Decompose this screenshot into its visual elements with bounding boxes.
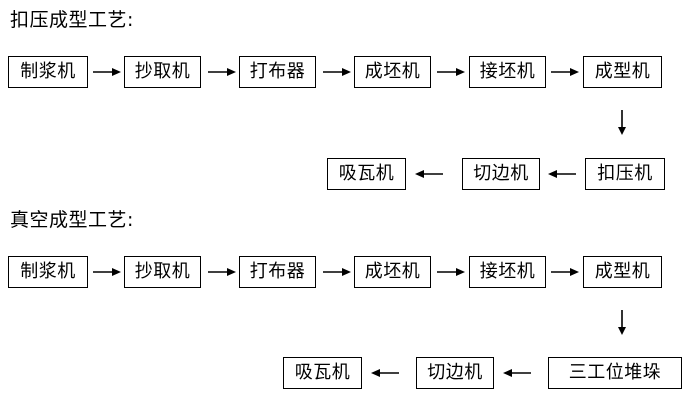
process-node[interactable]: 制浆机 [8, 56, 88, 88]
section-title-zhenkong: 真空成型工艺: [10, 209, 134, 231]
arrow-right-icon [205, 56, 239, 88]
process-node[interactable]: 接坯机 [469, 256, 546, 288]
process-node[interactable]: 成型机 [583, 256, 662, 288]
process-node[interactable]: 吸瓦机 [327, 158, 406, 190]
process-node[interactable]: 打布器 [239, 256, 316, 288]
arrow-left-icon [412, 158, 446, 190]
arrow-right-icon [548, 56, 582, 88]
process-node[interactable]: 吸瓦机 [283, 357, 362, 389]
process-node[interactable]: 抄取机 [124, 56, 201, 88]
arrow-down-icon [612, 110, 632, 136]
arrow-right-icon [320, 256, 354, 288]
arrow-down-icon [612, 310, 632, 336]
process-node[interactable]: 三工位堆垛 [548, 357, 682, 389]
process-node[interactable]: 扣压机 [585, 158, 665, 190]
arrow-left-icon [368, 357, 402, 389]
process-node[interactable]: 抄取机 [124, 256, 201, 288]
arrow-right-icon [548, 256, 582, 288]
arrow-left-icon [545, 158, 579, 190]
process-node[interactable]: 接坯机 [469, 56, 546, 88]
arrow-right-icon [434, 56, 468, 88]
process-node[interactable]: 成坯机 [354, 256, 431, 288]
arrow-right-icon [90, 256, 124, 288]
process-node[interactable]: 成坯机 [354, 56, 431, 88]
arrow-right-icon [205, 256, 239, 288]
process-node[interactable]: 成型机 [583, 56, 662, 88]
process-node[interactable]: 制浆机 [8, 256, 88, 288]
arrow-right-icon [90, 56, 124, 88]
process-node[interactable]: 切边机 [462, 158, 540, 190]
arrow-left-icon [500, 357, 534, 389]
arrow-right-icon [434, 256, 468, 288]
arrow-right-icon [320, 56, 354, 88]
process-node[interactable]: 打布器 [239, 56, 316, 88]
process-node[interactable]: 切边机 [416, 357, 494, 389]
section-title-kouya: 扣压成型工艺: [10, 9, 134, 31]
